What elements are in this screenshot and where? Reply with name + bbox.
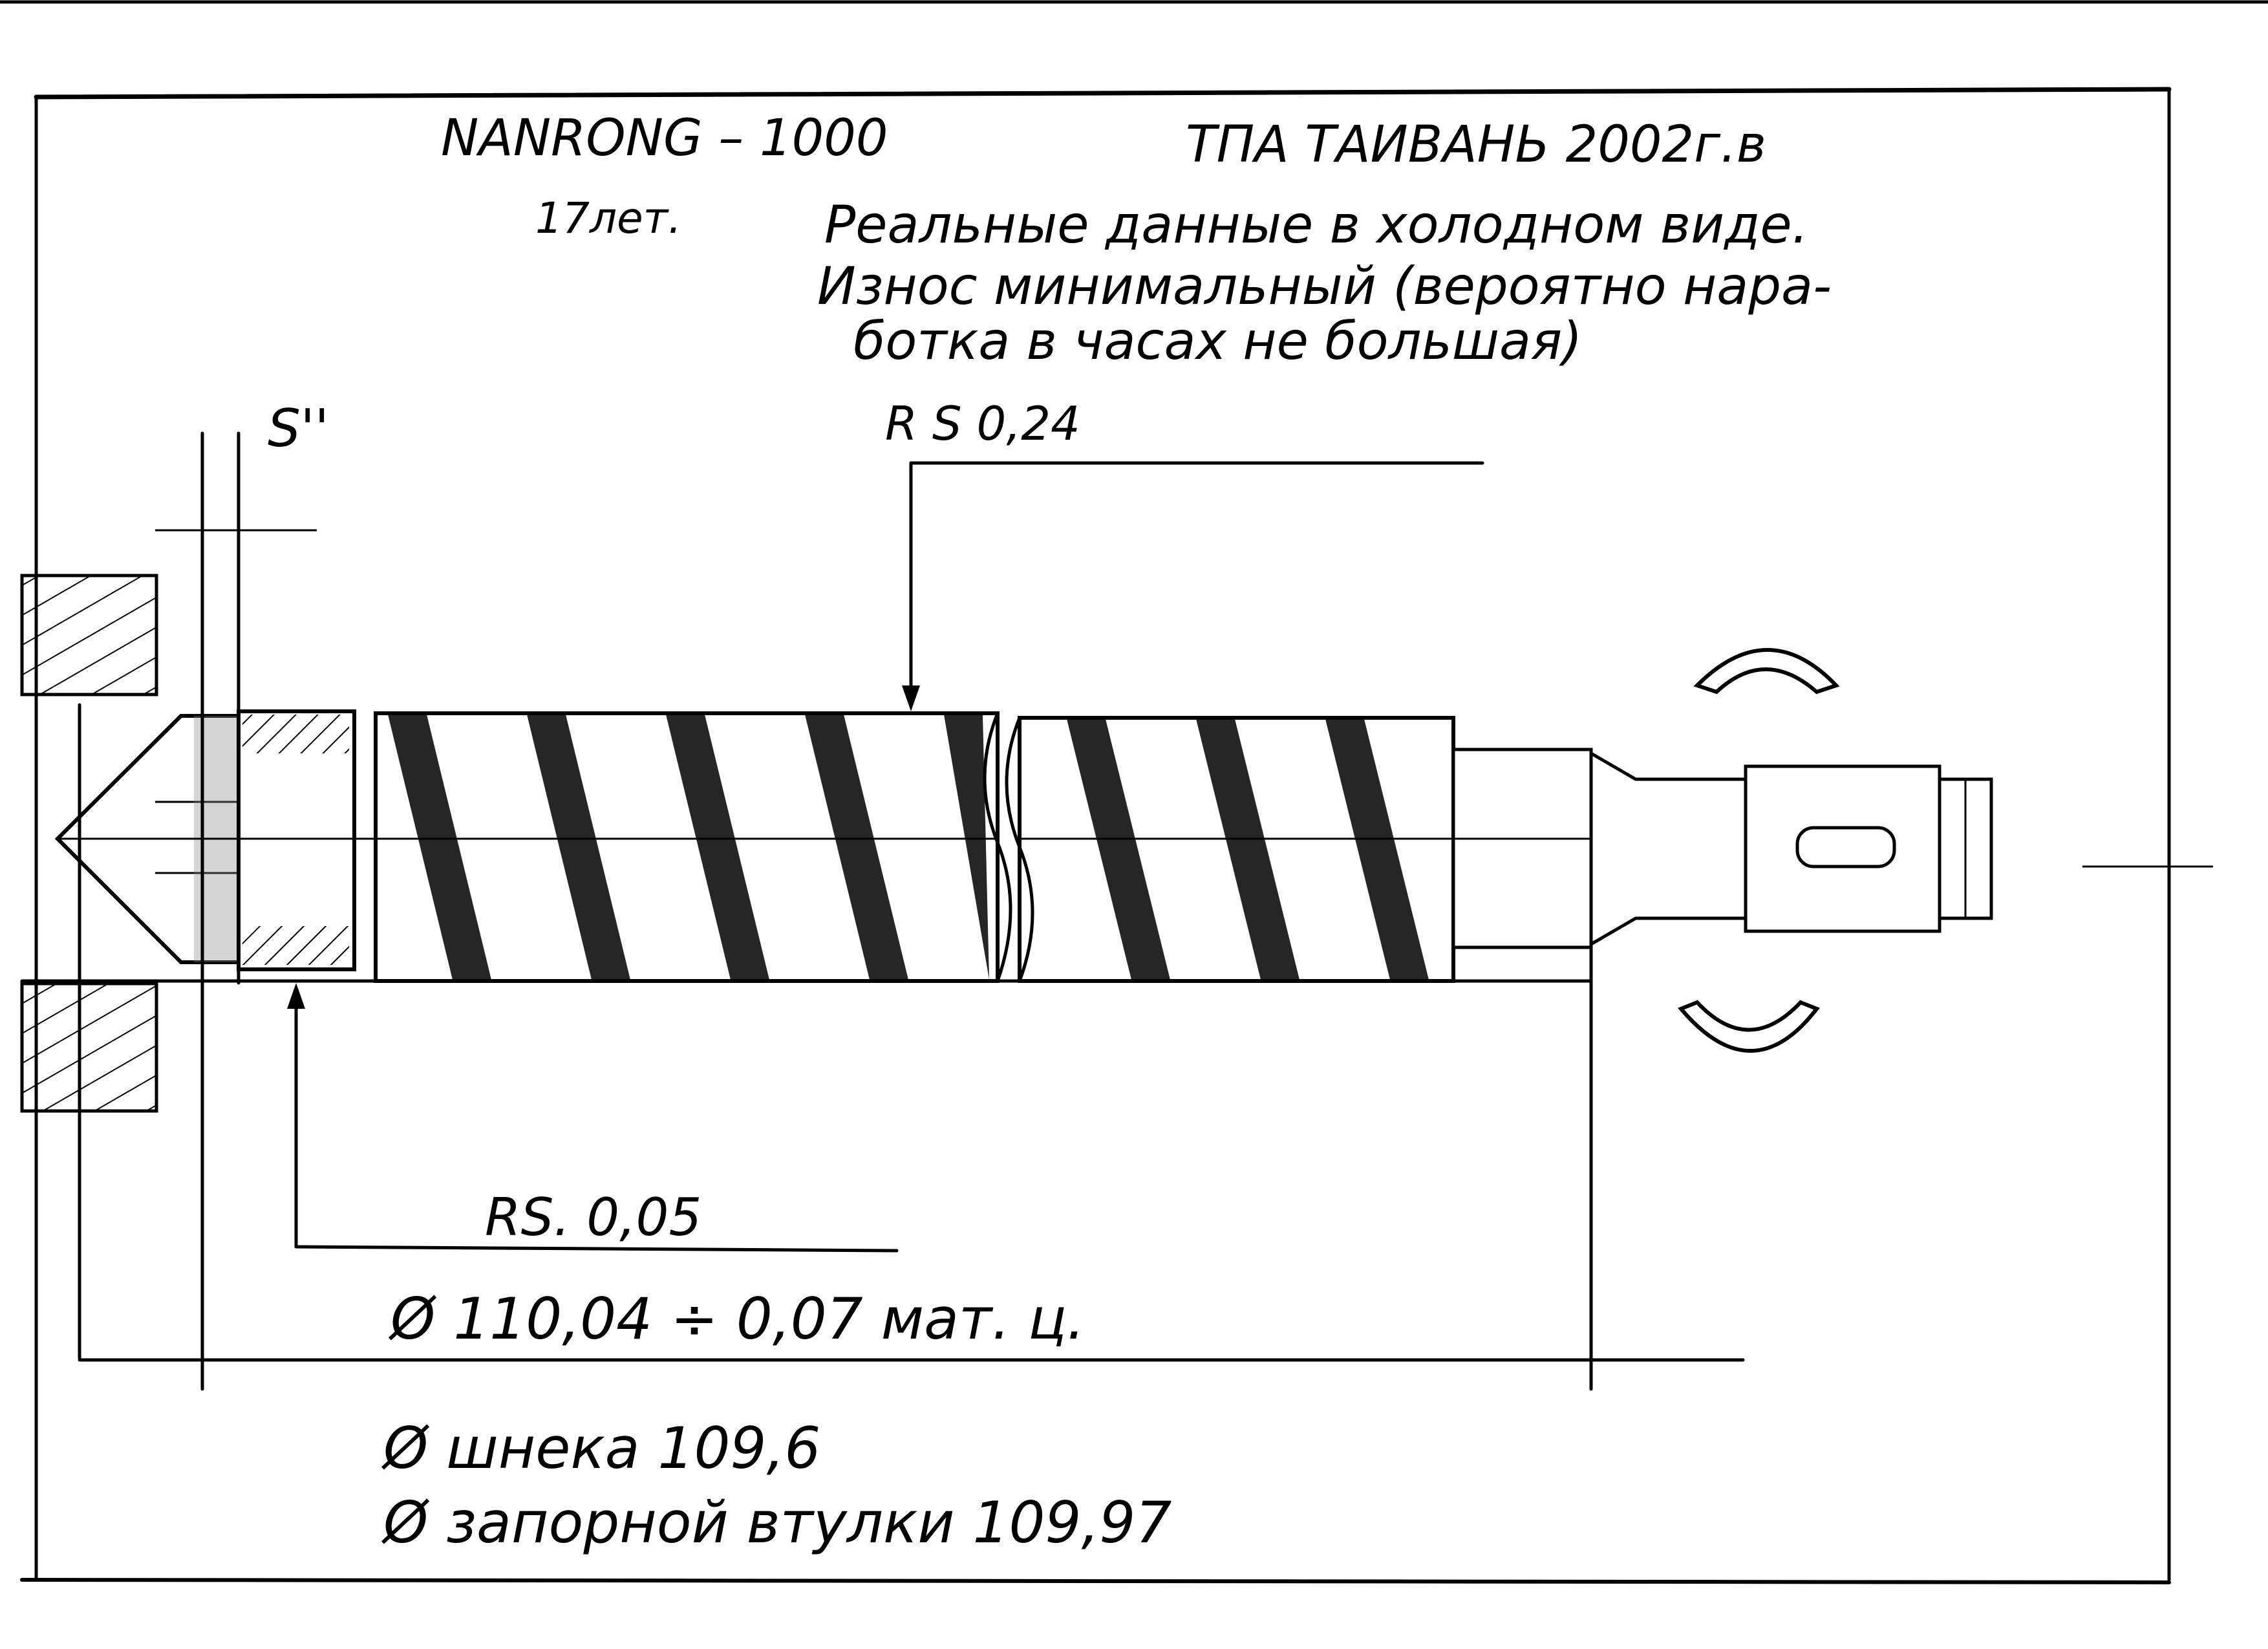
barrel-diameter-label: Ø 110,04 ÷ 0,07 мат. ц.	[388, 1286, 1085, 1352]
dimension-lines	[20, 431, 2213, 1391]
age-note: 17лет.	[535, 193, 681, 243]
note-line-1: Реальные данные в холодном виде.	[824, 195, 1808, 255]
note-line-2: Износ минимальный (вероятно нара-	[817, 256, 1832, 316]
screw-flight	[666, 715, 769, 980]
ring-clearance-label: RS. 0,05	[485, 1187, 701, 1247]
screw-diameter-label: Ø шнека 109,6	[381, 1415, 820, 1482]
break-line	[983, 711, 1012, 983]
keyway	[1795, 826, 1896, 868]
screw-flight	[944, 715, 989, 980]
screw-flight	[388, 715, 491, 980]
screw-flight	[527, 715, 630, 980]
drawing-frame	[0, 0, 2268, 1584]
screw-flight	[1325, 719, 1429, 980]
screw-flight-section-1	[374, 711, 1000, 983]
screw-clearance-label: R S 0,24	[885, 396, 1080, 451]
rotation-arrow-icon	[1693, 648, 1840, 695]
ring-diameter-label: Ø запорной втулки 109,97	[381, 1489, 1171, 1556]
screw-flight	[1067, 719, 1170, 980]
check-ring	[237, 709, 356, 971]
screw-flight	[805, 715, 908, 980]
screw-flight	[1196, 719, 1300, 980]
barrel-section	[20, 574, 158, 1113]
screw-shank	[1451, 748, 1993, 949]
rotation-arrow-icon	[1678, 1000, 1820, 1053]
note-line-3: ботка в часах не большая)	[853, 311, 1582, 371]
break-line	[1005, 716, 1034, 983]
screw-flight-section-2	[1018, 716, 1455, 983]
machine-title: ТПА ТАИВАНЬ 2002г.в	[1186, 116, 1766, 174]
s-mark-label: S''	[268, 398, 329, 458]
model-title: NANRONG – 1000	[441, 109, 888, 167]
